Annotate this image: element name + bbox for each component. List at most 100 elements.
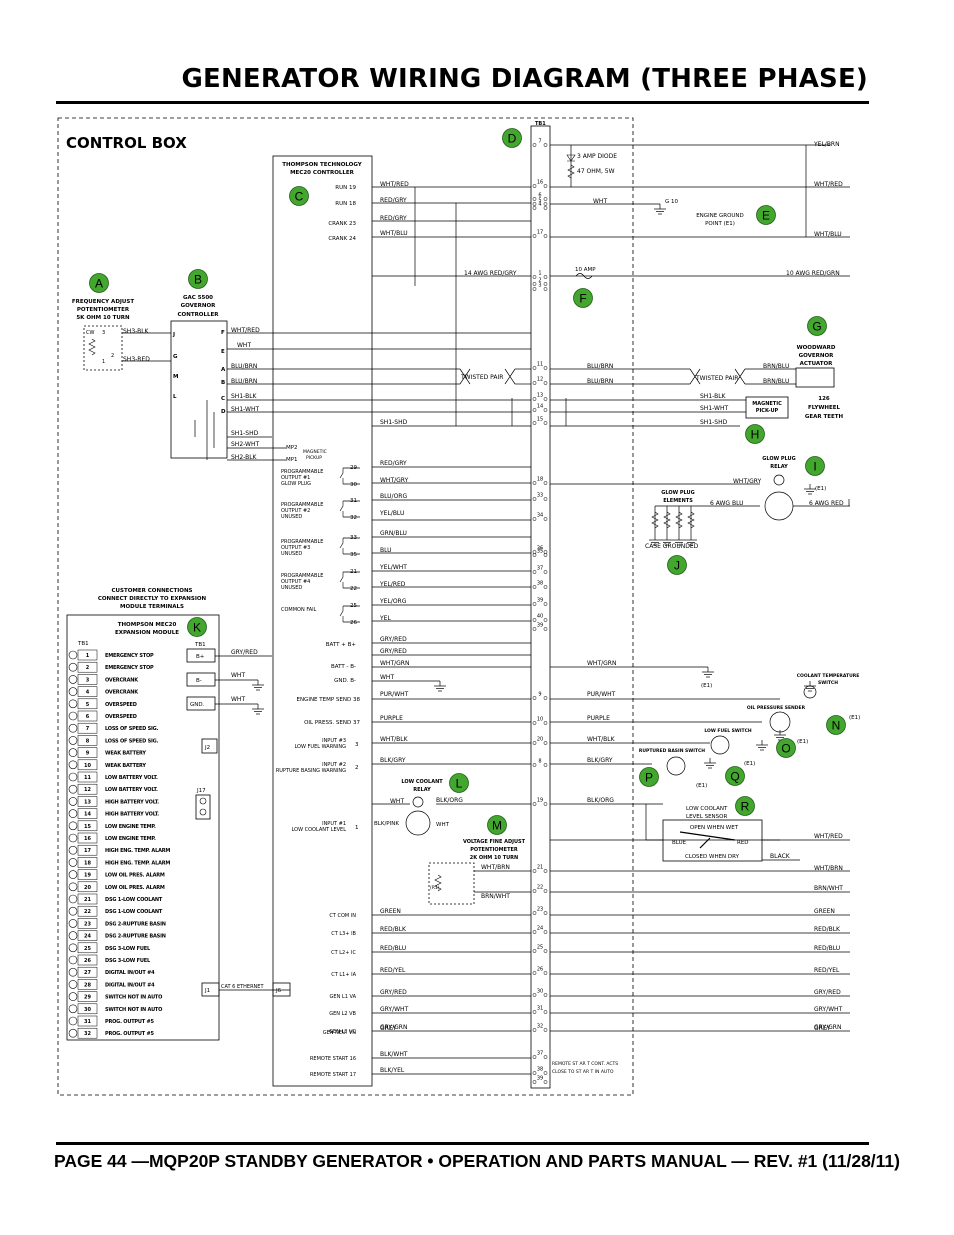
callout-badge-o — [776, 738, 796, 758]
output-label: UNUSED — [281, 551, 302, 557]
tb1-terminal-dot — [543, 971, 548, 975]
terminal-number-box — [77, 796, 98, 807]
right-brn-wht: BRN/WHT — [814, 885, 843, 892]
terminal-screw — [68, 931, 78, 940]
terminal-label: LOW BATTERY VOLT. — [105, 775, 158, 781]
low-coolant-level-sensor-box — [662, 819, 763, 862]
tb1-terminal-number: 22 — [537, 885, 543, 891]
tb1-terminal-number: 13 — [537, 393, 543, 399]
woodward-1: WOODWARD — [797, 345, 836, 351]
mp-magnetic: MAGNETIC — [303, 449, 327, 455]
gov-pin-b: B — [221, 380, 225, 386]
ctrl-gnd-wire: WHT — [380, 674, 394, 681]
tb1-terminal-dot — [543, 421, 548, 425]
callout-letter: L — [456, 777, 463, 791]
freq-pot-resistor — [88, 338, 96, 356]
gen-row-label: GEN L3 VC — [329, 1029, 356, 1035]
tb1-terminal-dot — [532, 275, 537, 279]
terminal-screw — [68, 1004, 78, 1014]
terminal-number: 1 — [86, 653, 90, 659]
gen-row-right-wire: RED/BLK — [814, 926, 841, 933]
terminal-number-box — [77, 661, 98, 673]
terminal-number: 26 — [84, 958, 91, 964]
tb1-terminal-dot — [543, 184, 548, 188]
terminal-screw — [68, 992, 78, 1001]
terminal-number-box — [77, 735, 98, 746]
freq-pot-title-1: FREQUENCY ADJUST — [72, 299, 134, 305]
gen-row-wire: GREEN — [380, 908, 401, 915]
ctrl-oil-press: OIL PRESS. SEND 37 — [304, 720, 360, 726]
terminal-label: WEAK BATTERY — [105, 751, 146, 757]
terminal-number-box — [77, 893, 98, 905]
terminal-label: DIGITAL IN/OUT #4 — [105, 982, 155, 988]
terminal-number-box — [77, 674, 98, 685]
red-grn-10awg: 10 AWG RED/GRN — [786, 270, 840, 277]
tb1-terminal-dot — [543, 570, 548, 574]
exp-wht-2: WHT — [231, 696, 245, 703]
terminal-number: 32 — [84, 1031, 91, 1037]
low-fuel-switch-symbol — [710, 735, 730, 755]
callout-badge-g — [807, 316, 827, 336]
terminal-number-box — [77, 942, 98, 954]
lc-relay-blk-pink: BLK/PINK — [374, 821, 399, 827]
terminal-screw — [68, 882, 78, 892]
sh2-wht: SH2-WHT — [231, 441, 260, 448]
lc-relay-wht: WHT — [390, 798, 404, 805]
output-label: COMMON FAIL — [281, 607, 317, 613]
callout-letter: E — [762, 209, 770, 223]
glow-element-coil — [651, 511, 659, 529]
tb1-terminal-dot — [532, 421, 537, 425]
tb1-terminal-dot — [532, 1010, 537, 1014]
tb1-terminal-dot — [543, 618, 548, 622]
gov-pin-j: J — [172, 332, 175, 338]
terminal-number: 29 — [84, 995, 91, 1001]
output-label: PROGRAMMABLE — [281, 573, 323, 579]
terminal-number: 30 — [84, 1007, 91, 1013]
tb1-terminal-number: 12 — [537, 377, 543, 383]
terminal-number-box — [77, 759, 98, 771]
output-pin: 21 — [350, 569, 357, 575]
terminal-number-box — [77, 686, 98, 697]
terminal-number: 24 — [84, 934, 91, 940]
gov-pin-e: E — [221, 349, 225, 355]
terminal-screw — [68, 723, 78, 733]
glow-relay-terminal — [773, 474, 785, 486]
terminal-number: 25 — [84, 946, 91, 952]
terminal-screw — [68, 870, 78, 879]
output-wire: YEL/ORG — [379, 598, 407, 605]
tb1-terminal-dot — [543, 585, 548, 589]
gov-blu-brn-1: BLU/BRN — [231, 363, 257, 370]
tb1-terminal-number: 17 — [537, 230, 543, 236]
output-label: OUTPUT #1 — [281, 475, 310, 481]
callout-letter: I — [813, 460, 816, 474]
output-pin: 35 — [350, 552, 357, 558]
tb1-terminal-dot — [532, 993, 537, 997]
terminal-screw — [68, 980, 78, 989]
low-coolant-relay-coil — [405, 810, 431, 836]
tb1-terminal-dot — [532, 397, 537, 401]
ctrl-input1-1: INPUT #1 — [322, 821, 346, 827]
tb1-terminal-strip — [530, 125, 551, 1089]
glow-relay-coil — [764, 491, 794, 521]
lc-relay-wht2: WHT — [436, 822, 450, 828]
tb1-terminal-dot — [532, 202, 537, 206]
ctrl-gnd: GND. B- — [334, 678, 356, 684]
mec20-controller-box — [272, 155, 373, 1087]
voltage-pot-box — [428, 862, 475, 905]
page-title: GENERATOR WIRING DIAGRAM (THREE PHASE) — [181, 64, 868, 94]
output-label: OUTPUT #2 — [281, 508, 310, 514]
tb1-terminal-dot — [532, 930, 537, 934]
ctrl-input2-pin: 2 — [355, 765, 359, 771]
tb1-terminal-number: 39 — [537, 623, 543, 629]
tb1-terminal-dot — [532, 517, 537, 521]
tb1-terminal-dot — [532, 1055, 537, 1059]
terminal-number-box — [77, 979, 98, 990]
gen-row-wire: RED/BLK — [380, 926, 407, 933]
freq-pot-cw: CW — [86, 330, 94, 336]
header-rule — [56, 101, 869, 104]
basin-switch-symbol — [666, 756, 686, 776]
mid-wire-2: RED/GRY — [380, 197, 407, 204]
mp1-label: MP1 — [286, 457, 298, 463]
tb1-terminal-dot — [543, 202, 548, 206]
tb1-terminal-number: 6 — [538, 193, 541, 199]
